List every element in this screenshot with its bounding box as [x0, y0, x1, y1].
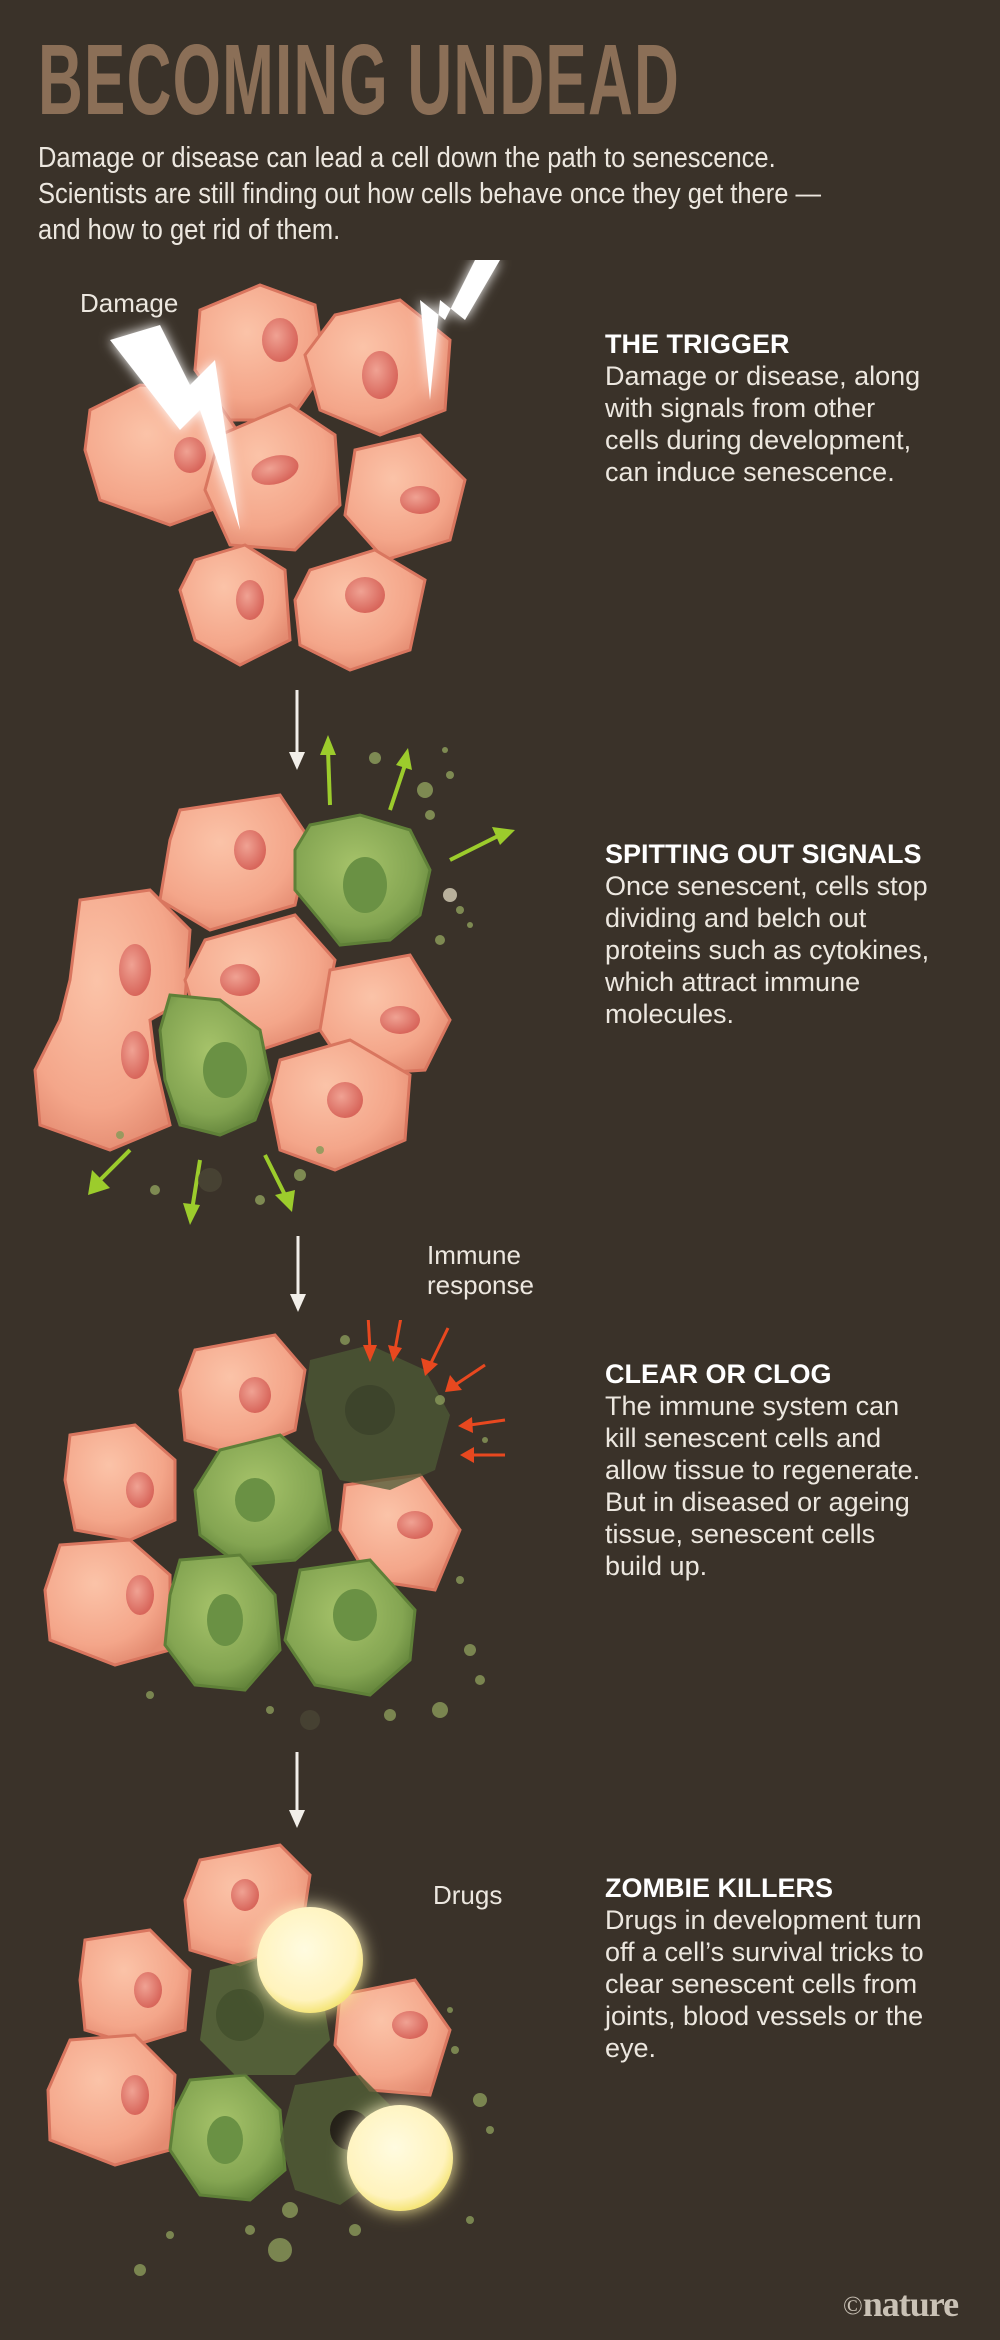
signal-arrows — [88, 735, 515, 1225]
damage-label: Damage — [80, 288, 179, 318]
body-line: molecules. — [605, 999, 735, 1029]
healthy-cell-cluster — [33, 793, 452, 1172]
step-zombie-killers: ZOMBIE KILLERS Drugs in development turn… — [605, 1872, 995, 2064]
body-line: But in diseased or ageing — [605, 1487, 910, 1517]
body-line: Drugs in development turn — [605, 1905, 922, 1935]
step-heading: ZOMBIE KILLERS — [605, 1873, 833, 1903]
nuclei — [119, 830, 420, 1118]
nuclei — [126, 1377, 433, 1615]
infographic-title: BECOMING UNDEAD — [38, 24, 681, 136]
down-arrow-icon — [289, 1752, 305, 1828]
step-body: Drugs in development turn off a cell’s s… — [605, 1904, 995, 2064]
body-line: tissue, senescent cells — [605, 1519, 876, 1549]
signals-illustration — [33, 735, 515, 1225]
body-line: can induce senescence. — [605, 457, 895, 487]
trigger-illustration — [83, 260, 500, 672]
label-line: Immune — [427, 1240, 521, 1270]
step-body: Damage or disease, along with signals fr… — [605, 360, 995, 488]
body-line: with signals from other — [605, 393, 876, 423]
label-line: response — [427, 1270, 534, 1300]
body-line: Once senescent, cells stop — [605, 871, 928, 901]
body-line: kill senescent cells and — [605, 1423, 882, 1453]
senescent-cell-cluster — [163, 1433, 417, 1697]
immune-response-label: Immune response — [427, 1240, 534, 1300]
nuclei — [174, 318, 440, 620]
intro-line: Damage or disease can lead a cell down t… — [38, 142, 776, 174]
senescent-cell — [158, 813, 432, 1137]
body-line: eye. — [605, 2033, 657, 2063]
intro-line: Scientists are still finding out how cel… — [38, 178, 822, 210]
body-line: clear senescent cells from — [605, 1969, 918, 1999]
step-the-trigger: THE TRIGGER Damage or disease, along wit… — [605, 328, 995, 488]
senescent-cell-cluster — [168, 2073, 287, 2202]
body-line: build up. — [605, 1551, 708, 1581]
body-line: cells during development, — [605, 425, 912, 455]
debris-particles — [134, 2007, 494, 2276]
down-arrow-icon — [290, 1236, 306, 1312]
step-heading: CLEAR OR CLOG — [605, 1359, 832, 1389]
step-heading: THE TRIGGER — [605, 329, 790, 359]
body-line: The immune system can — [605, 1391, 900, 1421]
body-line: dividing and belch out — [605, 903, 867, 933]
credit-text: nature — [862, 2284, 959, 2324]
body-line: proteins such as cytokines, — [605, 935, 930, 965]
nature-credit-logo: ©nature — [843, 2283, 959, 2325]
immune-arrows — [363, 1320, 506, 1463]
drug-particle-icon — [257, 1907, 453, 2211]
cytokine-particles — [116, 747, 473, 1205]
body-line: which attract immune — [605, 967, 861, 997]
intro-line: and how to get rid of them. — [38, 214, 341, 246]
down-arrow-icon — [289, 690, 305, 770]
body-line: allow tissue to regenerate. — [605, 1455, 921, 1485]
lightning-bolt-icon — [110, 260, 500, 530]
body-line: Damage or disease, along — [605, 361, 921, 391]
clear-or-clog-illustration — [43, 1320, 506, 1730]
step-spitting-out-signals: SPITTING OUT SIGNALS Once senescent, cel… — [605, 838, 995, 1030]
debris-particles — [146, 1335, 488, 1730]
body-line: off a cell’s survival tricks to — [605, 1937, 924, 1967]
nuclei — [121, 1879, 428, 2115]
copyright-icon: © — [843, 2291, 863, 2320]
step-clear-or-clog: CLEAR OR CLOG The immune system can kill… — [605, 1358, 995, 1582]
body-line: joints, blood vessels or the — [605, 2001, 924, 2031]
drugs-label: Drugs — [433, 1880, 503, 1910]
intro-paragraph: Damage or disease can lead a cell down t… — [38, 140, 978, 248]
zombie-killers-illustration — [46, 1843, 494, 2276]
step-heading: SPITTING OUT SIGNALS — [605, 839, 922, 869]
step-body: Once senescent, cells stop dividing and … — [605, 870, 995, 1030]
step-body: The immune system can kill senescent cel… — [605, 1390, 995, 1582]
dying-senescent-cell — [305, 1345, 450, 1490]
